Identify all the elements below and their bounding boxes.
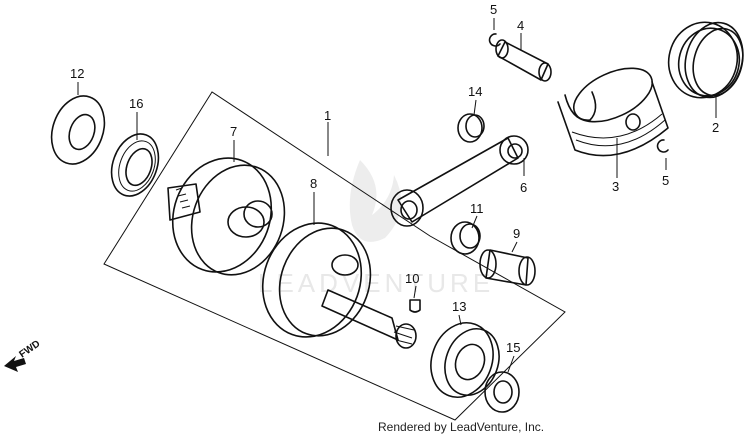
oil-seal-12[interactable]	[43, 89, 114, 172]
watermark: LEADVENTURE	[258, 160, 494, 298]
part-label-14: 14	[468, 84, 482, 99]
woodruff-key-10[interactable]	[409, 299, 421, 313]
piston-pin-clip-5b[interactable]	[656, 139, 669, 153]
part-label-11: 11	[470, 201, 484, 216]
part-label-7: 7	[230, 124, 237, 139]
forward-label: FWD	[17, 338, 42, 360]
part-label-3: 3	[612, 179, 619, 194]
part-label-4: 4	[517, 18, 524, 33]
part-label-1: 1	[324, 108, 331, 123]
crank-flywheel-left-7[interactable]	[157, 144, 299, 288]
oil-seal-15[interactable]	[484, 371, 520, 413]
oil-seal-16[interactable]	[103, 127, 166, 202]
forward-arrow-icon	[4, 356, 26, 372]
part-label-12: 12	[70, 66, 84, 81]
render-credit: Rendered by LeadVenture, Inc.	[378, 420, 544, 434]
piston-3[interactable]	[557, 57, 669, 157]
watermark-logo	[349, 160, 402, 242]
part-label-13: 13	[452, 299, 466, 314]
crank-pin-9[interactable]	[479, 249, 536, 286]
part-label-9: 9	[513, 226, 520, 241]
piston-pin-4[interactable]	[495, 39, 552, 82]
part-label-10: 10	[405, 271, 419, 286]
part-label-15: 15	[506, 340, 520, 355]
part-label-5a: 5	[490, 2, 497, 17]
ball-bearing-13[interactable]	[421, 314, 508, 406]
crank-flywheel-right-8[interactable]	[247, 209, 417, 351]
needle-bearing-11[interactable]	[450, 221, 481, 255]
connecting-rod-6[interactable]	[390, 135, 529, 227]
part-label-5b: 5	[662, 173, 669, 188]
part-number-labels: 1 2 3 4 5 5 6 7 8 9 10 11 12 13 14 15 16	[70, 2, 719, 355]
part-label-16: 16	[129, 96, 143, 111]
part-label-2: 2	[712, 120, 719, 135]
part-label-8: 8	[310, 176, 317, 191]
forward-direction-indicator: FWD	[4, 338, 42, 372]
needle-bearing-14[interactable]	[457, 113, 485, 143]
piston-pin-clip-5a[interactable]	[488, 33, 501, 47]
watermark-text: LEADVENTURE	[258, 268, 494, 298]
part-label-6: 6	[520, 180, 527, 195]
piston-rings-2[interactable]	[660, 14, 750, 105]
leader-lines	[77, 18, 717, 373]
